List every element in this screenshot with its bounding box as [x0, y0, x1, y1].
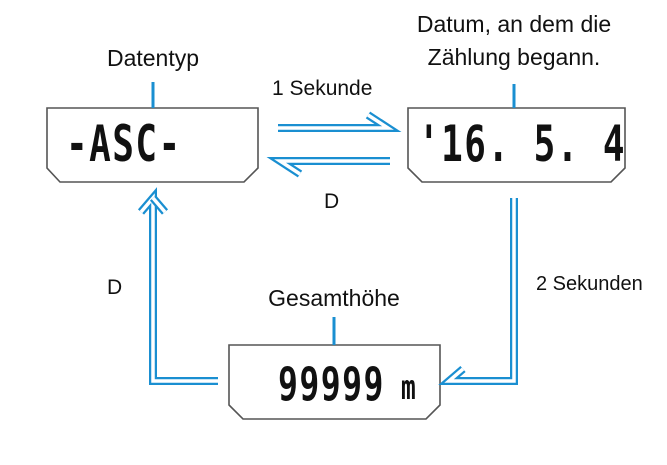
label-data-type: Datentyp — [106, 45, 200, 71]
label-start-date-line2: Zählung begann. — [427, 44, 601, 70]
arrow-up-head — [149, 195, 169, 215]
arrow-down-left-icon — [438, 198, 518, 385]
label-d-top: D — [324, 190, 340, 213]
type-screen-text: -ASC- — [66, 115, 182, 173]
total-screen-value: 99999 — [278, 357, 385, 411]
date-display-frame — [407, 107, 626, 183]
label-total-ascent: Gesamthöhe — [268, 285, 400, 311]
label-one-second: 1 Sekunde — [272, 77, 373, 100]
label-start-date-line1: Datum, an dem die — [416, 11, 612, 37]
label-two-seconds: 2 Sekunden — [536, 273, 643, 295]
arrow-left-icon — [266, 157, 390, 178]
type-display-frame — [46, 107, 259, 183]
arrow-up-icon — [137, 187, 218, 385]
total-screen-unit: m — [401, 368, 418, 408]
label-d-left: D — [107, 276, 123, 299]
date-screen-text: '16. 5. 4 — [418, 115, 627, 173]
arrow-right-icon — [278, 111, 402, 132]
total-display-frame — [228, 344, 441, 420]
